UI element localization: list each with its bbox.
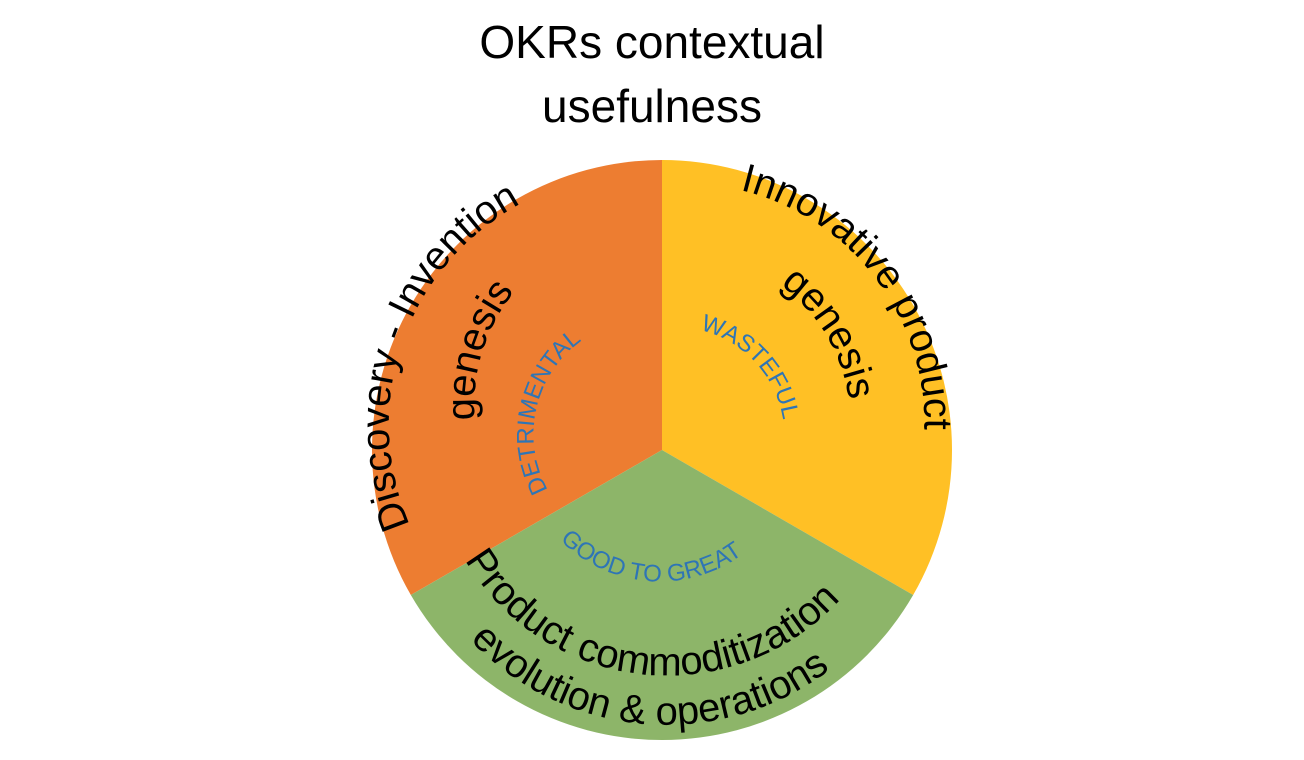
segment-commodity [410, 450, 914, 741]
segment-innovative [662, 160, 953, 595]
title-line-1: OKRs contextual [479, 16, 825, 68]
diagram-title: OKRs contextual usefulness [0, 10, 1304, 138]
segment-discovery [371, 160, 662, 595]
title-line-2: usefulness [542, 80, 762, 132]
